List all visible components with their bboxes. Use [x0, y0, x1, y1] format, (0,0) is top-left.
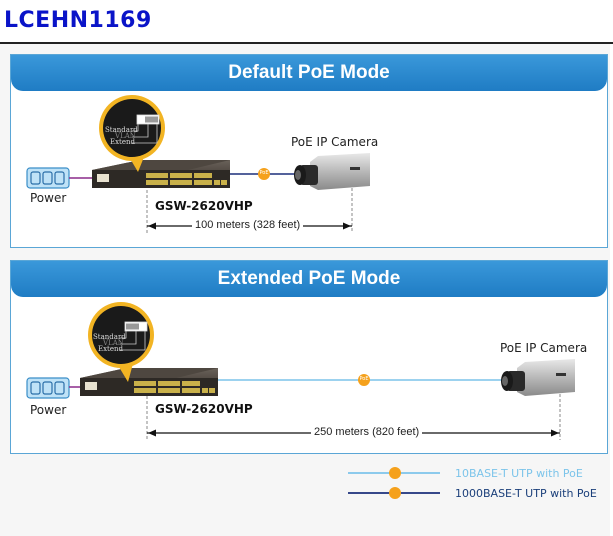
power-outlet-2	[26, 377, 70, 399]
power-label-2: Power	[30, 403, 67, 417]
poe-badge-text-2: PoE	[359, 376, 369, 382]
legend-line-1000base-t	[348, 487, 440, 499]
power-outlet-1	[26, 167, 70, 189]
dip-label-standard-2: Standard	[93, 333, 126, 341]
dip-label-vlan-2: VLAN	[103, 339, 124, 347]
panel-header: Default PoE Mode	[11, 55, 607, 91]
switch-1	[92, 160, 230, 188]
poe-badge-1	[258, 168, 270, 180]
extended-poe-mode-panel: Extended PoE Mode	[10, 260, 608, 454]
power-label-1: Power	[30, 191, 67, 205]
dip-switch-callout-1	[99, 95, 165, 172]
dip-label-extend-2: Extend	[98, 345, 124, 353]
poe-badge-text-1: PoE	[259, 170, 269, 176]
camera-2	[501, 359, 575, 396]
panel-header: Extended PoE Mode	[11, 261, 607, 297]
document-title: LCEHN1169	[4, 8, 152, 33]
switch-model-label-2: GSW-2620VHP	[155, 402, 253, 416]
legend-label-1000base-t: 1000BASE-T UTP with PoE	[455, 487, 597, 500]
legend-line-10base-t	[348, 467, 440, 479]
default-poe-mode-panel: Default PoE Mode	[10, 54, 608, 248]
dip-label-vlan-1: VLAN	[115, 132, 136, 140]
legend-label-10base-t: 10BASE-T UTP with PoE	[455, 467, 583, 480]
distance-label-2: 250 meters (820 feet)	[311, 426, 423, 438]
dip-label-standard-1: Standard	[105, 126, 138, 134]
distance-label-1: 100 meters (328 feet)	[192, 219, 304, 231]
dip-switch-callout-2	[88, 302, 154, 382]
camera-label-2: PoE IP Camera	[500, 341, 588, 355]
switch-model-label-1: GSW-2620VHP	[155, 199, 253, 213]
title-divider	[0, 42, 613, 44]
switch-2	[80, 368, 218, 396]
camera-label-1: PoE IP Camera	[291, 135, 379, 149]
camera-1	[294, 153, 370, 190]
poe-badge-2	[358, 374, 370, 386]
dip-label-extend-1: Extend	[110, 138, 136, 146]
